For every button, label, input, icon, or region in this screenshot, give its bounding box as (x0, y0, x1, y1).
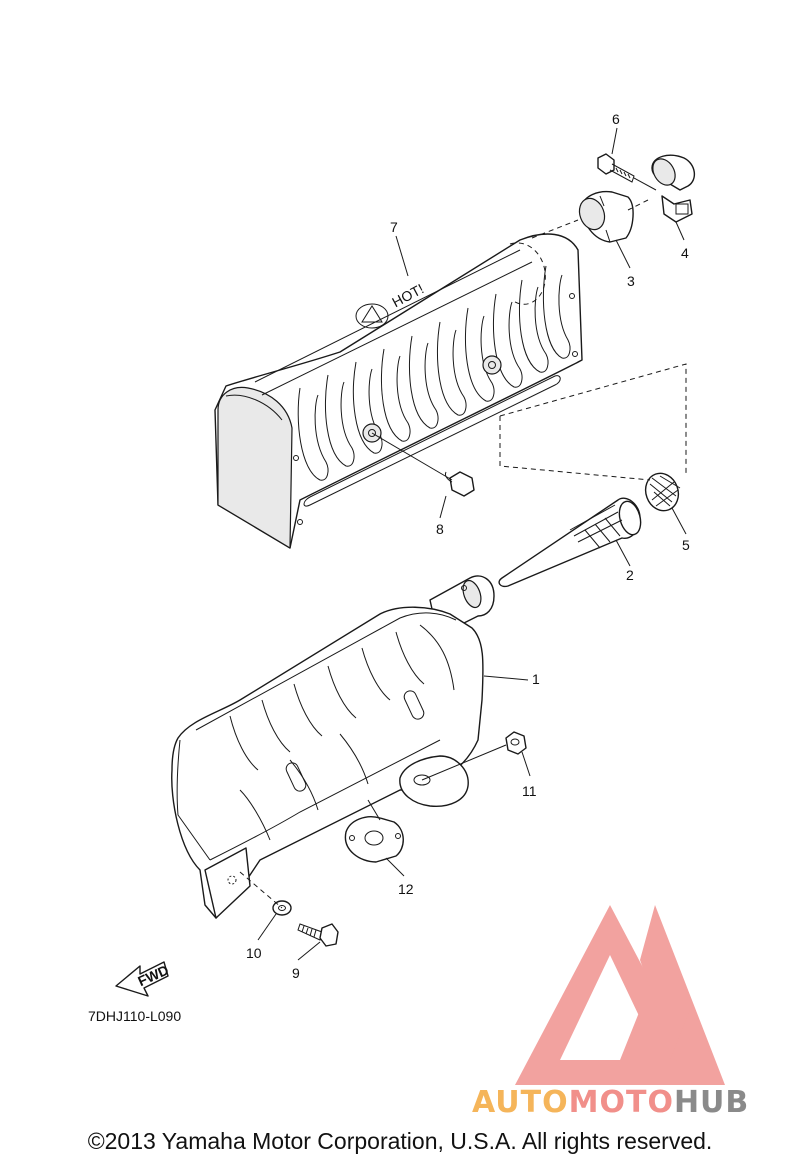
screen-5 (644, 472, 681, 512)
watermark-part-b: MOTO (569, 1085, 674, 1120)
muffler-1 (171, 575, 495, 919)
callout-11: 11 (522, 783, 537, 799)
callout-4: 4 (681, 245, 689, 261)
clamp-4 (651, 154, 695, 223)
callout-5: 5 (682, 537, 690, 553)
watermark-part-a: AUTO (472, 1085, 569, 1120)
watermark-logo (515, 905, 725, 1085)
forward-arrow: FWD (115, 961, 171, 997)
heat-protector-7: HOT! (214, 233, 583, 549)
callout-2: 2 (626, 567, 634, 583)
leader-lines (239, 127, 687, 961)
fwd-label: FWD (135, 962, 171, 990)
drawing-code: 7DHJ110-L090 (88, 1008, 182, 1024)
bolt-6 (597, 153, 635, 183)
callout-3: 3 (627, 273, 635, 289)
callout-6: 6 (612, 111, 620, 127)
bolt-8 (445, 471, 475, 497)
callout-10: 10 (246, 945, 262, 961)
callout-8: 8 (436, 521, 444, 537)
callout-1: 1 (532, 671, 540, 687)
watermark-wordmark: AUTOMOTOHUB (472, 1085, 749, 1120)
gasket-12 (344, 816, 404, 863)
copyright-notice: ©2013 Yamaha Motor Corporation, U.S.A. A… (87, 1128, 713, 1154)
joint-3 (578, 190, 634, 243)
nut-11 (505, 731, 527, 755)
callout-7: 7 (390, 219, 398, 235)
bolt-9 (297, 923, 339, 947)
callout-numbers: 1 2 3 4 5 6 7 8 9 10 11 12 (246, 111, 690, 981)
spark-arrester-2 (498, 497, 642, 588)
callout-12: 12 (398, 881, 414, 897)
callout-9: 9 (292, 965, 300, 981)
watermark-part-c: HUB (674, 1085, 749, 1120)
